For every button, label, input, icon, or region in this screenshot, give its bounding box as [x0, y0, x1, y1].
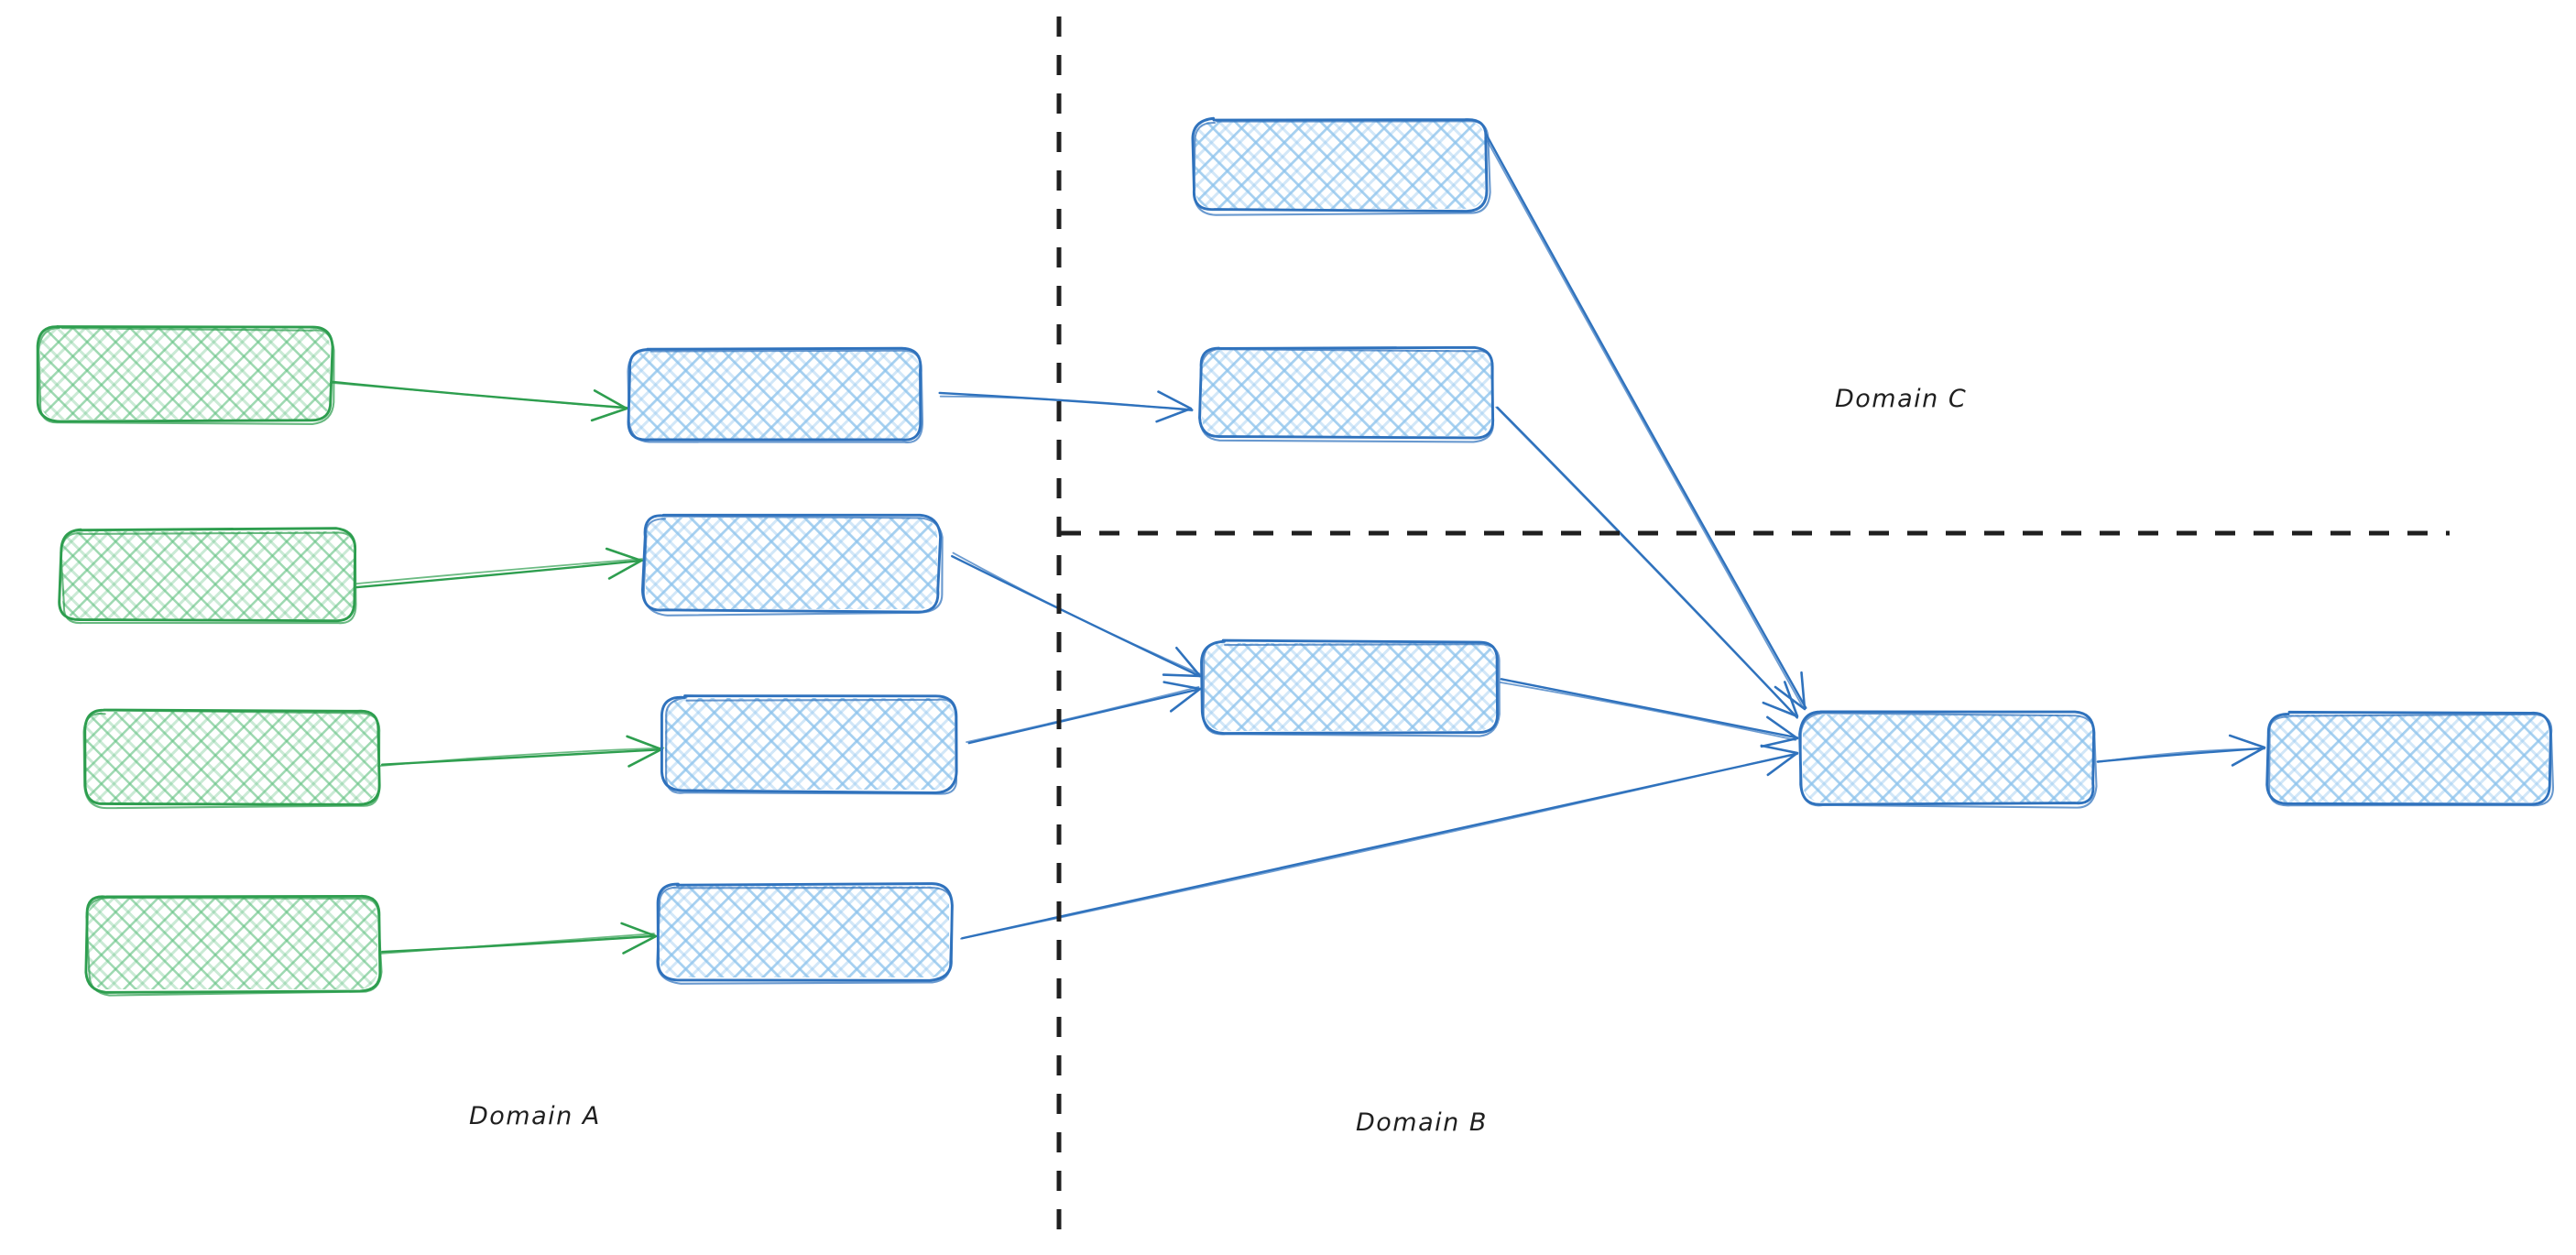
node-outline: [656, 886, 954, 985]
node-outline: [1202, 640, 1501, 737]
edge-e-b1-c2: [938, 390, 1194, 423]
edge-e-a1-b1: [329, 380, 628, 422]
edge-e-b3-c3: [966, 681, 1203, 745]
node-outline: [38, 326, 335, 425]
node-c2[interactable]: [1198, 345, 1495, 443]
node-outline: [665, 696, 958, 795]
node-d1[interactable]: [1798, 710, 2098, 809]
node-fill: [660, 886, 949, 977]
arrowhead: [1760, 715, 1799, 748]
node-outline: [627, 348, 924, 443]
edge-e-c1-d1: [1483, 133, 1807, 711]
node-fill: [1202, 350, 1491, 436]
arrowhead: [620, 922, 658, 955]
node-outline: [656, 882, 954, 982]
node-a2[interactable]: [58, 527, 357, 625]
edge-e-c2-d1: [1495, 406, 1799, 719]
node-a1[interactable]: [36, 325, 335, 425]
edge-e-a3-b3: [377, 735, 665, 768]
node-fill: [1195, 121, 1485, 209]
edge-e-b2-c3: [951, 551, 1202, 678]
node-fill: [40, 328, 330, 420]
arrowhead: [1162, 681, 1202, 713]
edge-e-a2-b2: [355, 547, 644, 589]
domain-label-b: Domain B: [1356, 1108, 1488, 1137]
node-fill: [646, 518, 937, 609]
nodes-layer: [36, 116, 2555, 997]
arrowhead: [1760, 744, 1799, 777]
node-d2[interactable]: [2265, 710, 2555, 807]
node-b1[interactable]: [627, 346, 924, 443]
edge-e-b4-d1: [960, 744, 1799, 940]
arrowhead: [590, 389, 628, 422]
node-fill: [1205, 643, 1496, 731]
domain-label-c: Domain C: [1835, 385, 1968, 413]
node-fill: [630, 351, 920, 439]
node-outline: [1799, 712, 2098, 809]
node-fill: [665, 698, 955, 790]
node-fill: [1803, 715, 2092, 802]
arrowhead: [1774, 671, 1806, 711]
node-outline: [1193, 120, 1491, 216]
domain-label-a: Domain A: [469, 1102, 601, 1130]
node-c1[interactable]: [1191, 116, 1491, 216]
node-outline: [2268, 713, 2555, 807]
node-a3[interactable]: [82, 708, 381, 810]
arrowhead: [1155, 390, 1193, 423]
node-fill: [88, 898, 377, 989]
node-b3[interactable]: [660, 694, 958, 795]
node-fill: [62, 531, 354, 619]
node-outline: [85, 896, 383, 997]
edges-layer: [329, 133, 2266, 955]
node-a4[interactable]: [84, 894, 383, 997]
dividers-layer: [1056, 16, 2450, 1242]
node-b2[interactable]: [640, 513, 944, 617]
node-fill: [2270, 715, 2549, 802]
arrowhead: [2228, 734, 2266, 767]
edge-e-a4-b4: [379, 922, 658, 955]
node-b4[interactable]: [656, 882, 954, 985]
arrowhead: [1162, 647, 1202, 678]
edge-e-d1-d2: [2096, 734, 2266, 767]
arrowhead: [605, 547, 643, 580]
node-outline: [82, 709, 381, 810]
node-outline: [1199, 347, 1494, 443]
node-fill: [86, 712, 377, 803]
edge-e-c3-d1: [1500, 678, 1799, 748]
node-c3[interactable]: [1200, 638, 1501, 737]
arrowhead: [1762, 681, 1799, 718]
node-outline: [60, 531, 357, 625]
node-outline: [642, 515, 944, 617]
